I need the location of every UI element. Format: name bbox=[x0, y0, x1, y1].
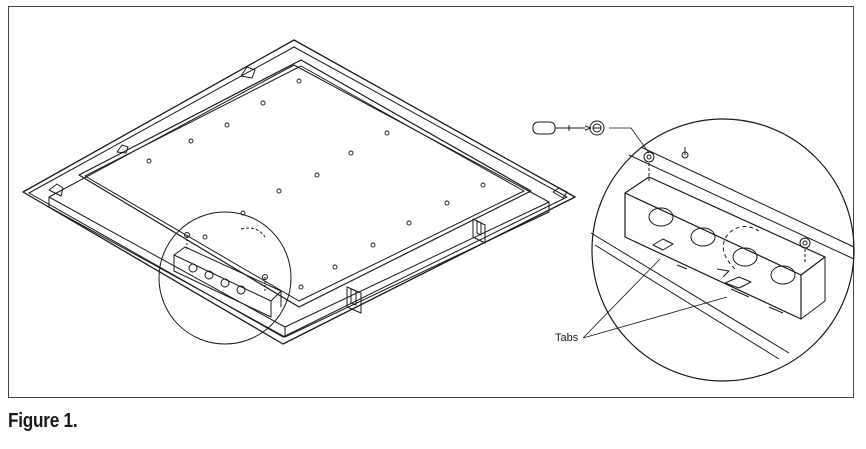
detail-view bbox=[582, 118, 855, 382]
light-fixture-panel bbox=[22, 39, 576, 345]
installation-diagram: Tabs bbox=[22, 39, 855, 382]
junction-box bbox=[173, 232, 282, 318]
screw-head-icon bbox=[589, 120, 605, 136]
junction-box-detail bbox=[624, 147, 826, 320]
figure-caption: Figure 1. bbox=[8, 410, 78, 432]
screw-icon bbox=[643, 151, 655, 163]
detail-magnifier-circle bbox=[591, 118, 855, 382]
rotation-arrow-icon bbox=[722, 226, 760, 270]
detail-focus-circle bbox=[158, 211, 292, 345]
figure-frame: Tabs bbox=[8, 6, 855, 398]
mounting-tab bbox=[652, 238, 674, 251]
rotation-arrow-icon bbox=[240, 227, 266, 238]
screw-icon bbox=[799, 237, 811, 249]
hinge-clip bbox=[472, 218, 486, 244]
screwdriver-icon bbox=[532, 121, 592, 135]
tabs-callout-label: Tabs bbox=[555, 332, 579, 344]
hinge-clip bbox=[346, 286, 362, 314]
mounting-tab bbox=[724, 276, 752, 298]
